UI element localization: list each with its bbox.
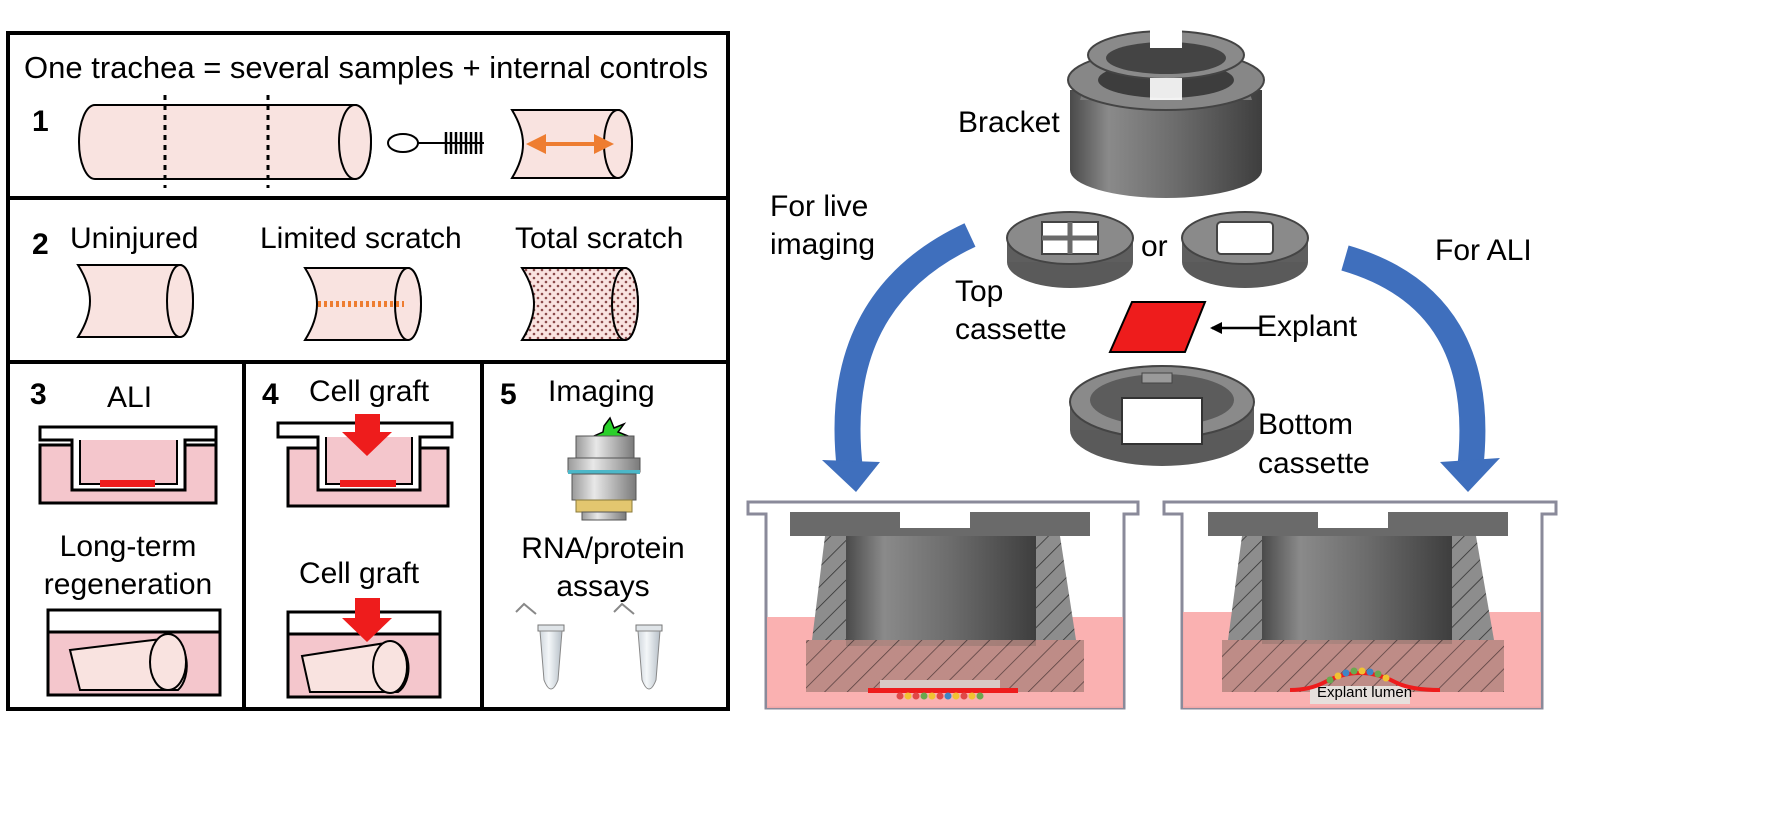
label-long-term-2: regeneration bbox=[43, 568, 213, 601]
live-imaging-assembly bbox=[746, 500, 1140, 710]
uninjured-tube bbox=[76, 264, 194, 338]
brush-icon bbox=[387, 132, 484, 154]
label-total-scratch: Total scratch bbox=[515, 222, 684, 255]
top-cassette-open bbox=[1181, 211, 1309, 288]
label-bottom-cassette-1: Bottom bbox=[1258, 408, 1354, 441]
ali-assembly bbox=[1162, 500, 1558, 710]
label-for-live-2: imaging bbox=[770, 228, 876, 261]
label-uninjured: Uninjured bbox=[70, 222, 199, 255]
step-number-5: 5 bbox=[500, 378, 517, 411]
label-top-cassette-2: cassette bbox=[955, 313, 1067, 346]
microscope-objective-icon bbox=[567, 416, 641, 521]
cell-graft-insert bbox=[276, 414, 454, 508]
step-number-2: 2 bbox=[32, 228, 49, 261]
label-for-live-1: For live bbox=[770, 190, 869, 223]
cell-graft-dish bbox=[286, 598, 442, 699]
label-explant-lumen: Explant lumen bbox=[1317, 684, 1413, 701]
live-imaging-arrow bbox=[834, 223, 976, 472]
top-cassette-grid bbox=[1006, 211, 1134, 288]
label-assays-1: RNA/protein bbox=[521, 532, 685, 565]
label-cell-graft-bottom: Cell graft bbox=[299, 557, 420, 590]
label-bracket: Bracket bbox=[958, 106, 1060, 139]
limited-scratch-tube bbox=[303, 267, 422, 341]
step-number-4: 4 bbox=[262, 378, 279, 411]
label-assays-2: assays bbox=[556, 570, 650, 603]
step-number-1: 1 bbox=[32, 105, 49, 138]
tube-icon-1 bbox=[515, 602, 565, 690]
step-number-3: 3 bbox=[30, 378, 47, 411]
bottom-cassette-part bbox=[1069, 365, 1255, 466]
trachea-tube bbox=[78, 95, 372, 188]
panel-title: One trachea = several samples + internal… bbox=[24, 50, 709, 85]
label-explant: Explant bbox=[1257, 310, 1358, 343]
tube-icon-2 bbox=[613, 602, 663, 690]
label-bottom-cassette-2: cassette bbox=[1258, 447, 1370, 480]
bracket-part bbox=[1067, 28, 1265, 198]
label-limited-scratch: Limited scratch bbox=[260, 222, 462, 255]
ali-insert bbox=[38, 425, 218, 505]
label-or: or bbox=[1141, 230, 1168, 263]
opened-trachea bbox=[510, 109, 633, 179]
long-term-dish bbox=[46, 608, 222, 697]
explant-sheet bbox=[1108, 301, 1207, 353]
ali-arrow bbox=[1341, 245, 1486, 472]
label-top-cassette-1: Top bbox=[955, 275, 1004, 308]
label-imaging: Imaging bbox=[548, 375, 655, 408]
label-for-ali: For ALI bbox=[1435, 234, 1532, 267]
label-ali: ALI bbox=[107, 381, 153, 414]
total-scratch-tube bbox=[520, 267, 639, 341]
label-cell-graft-top: Cell graft bbox=[309, 375, 430, 408]
label-long-term-1: Long-term bbox=[59, 530, 197, 563]
